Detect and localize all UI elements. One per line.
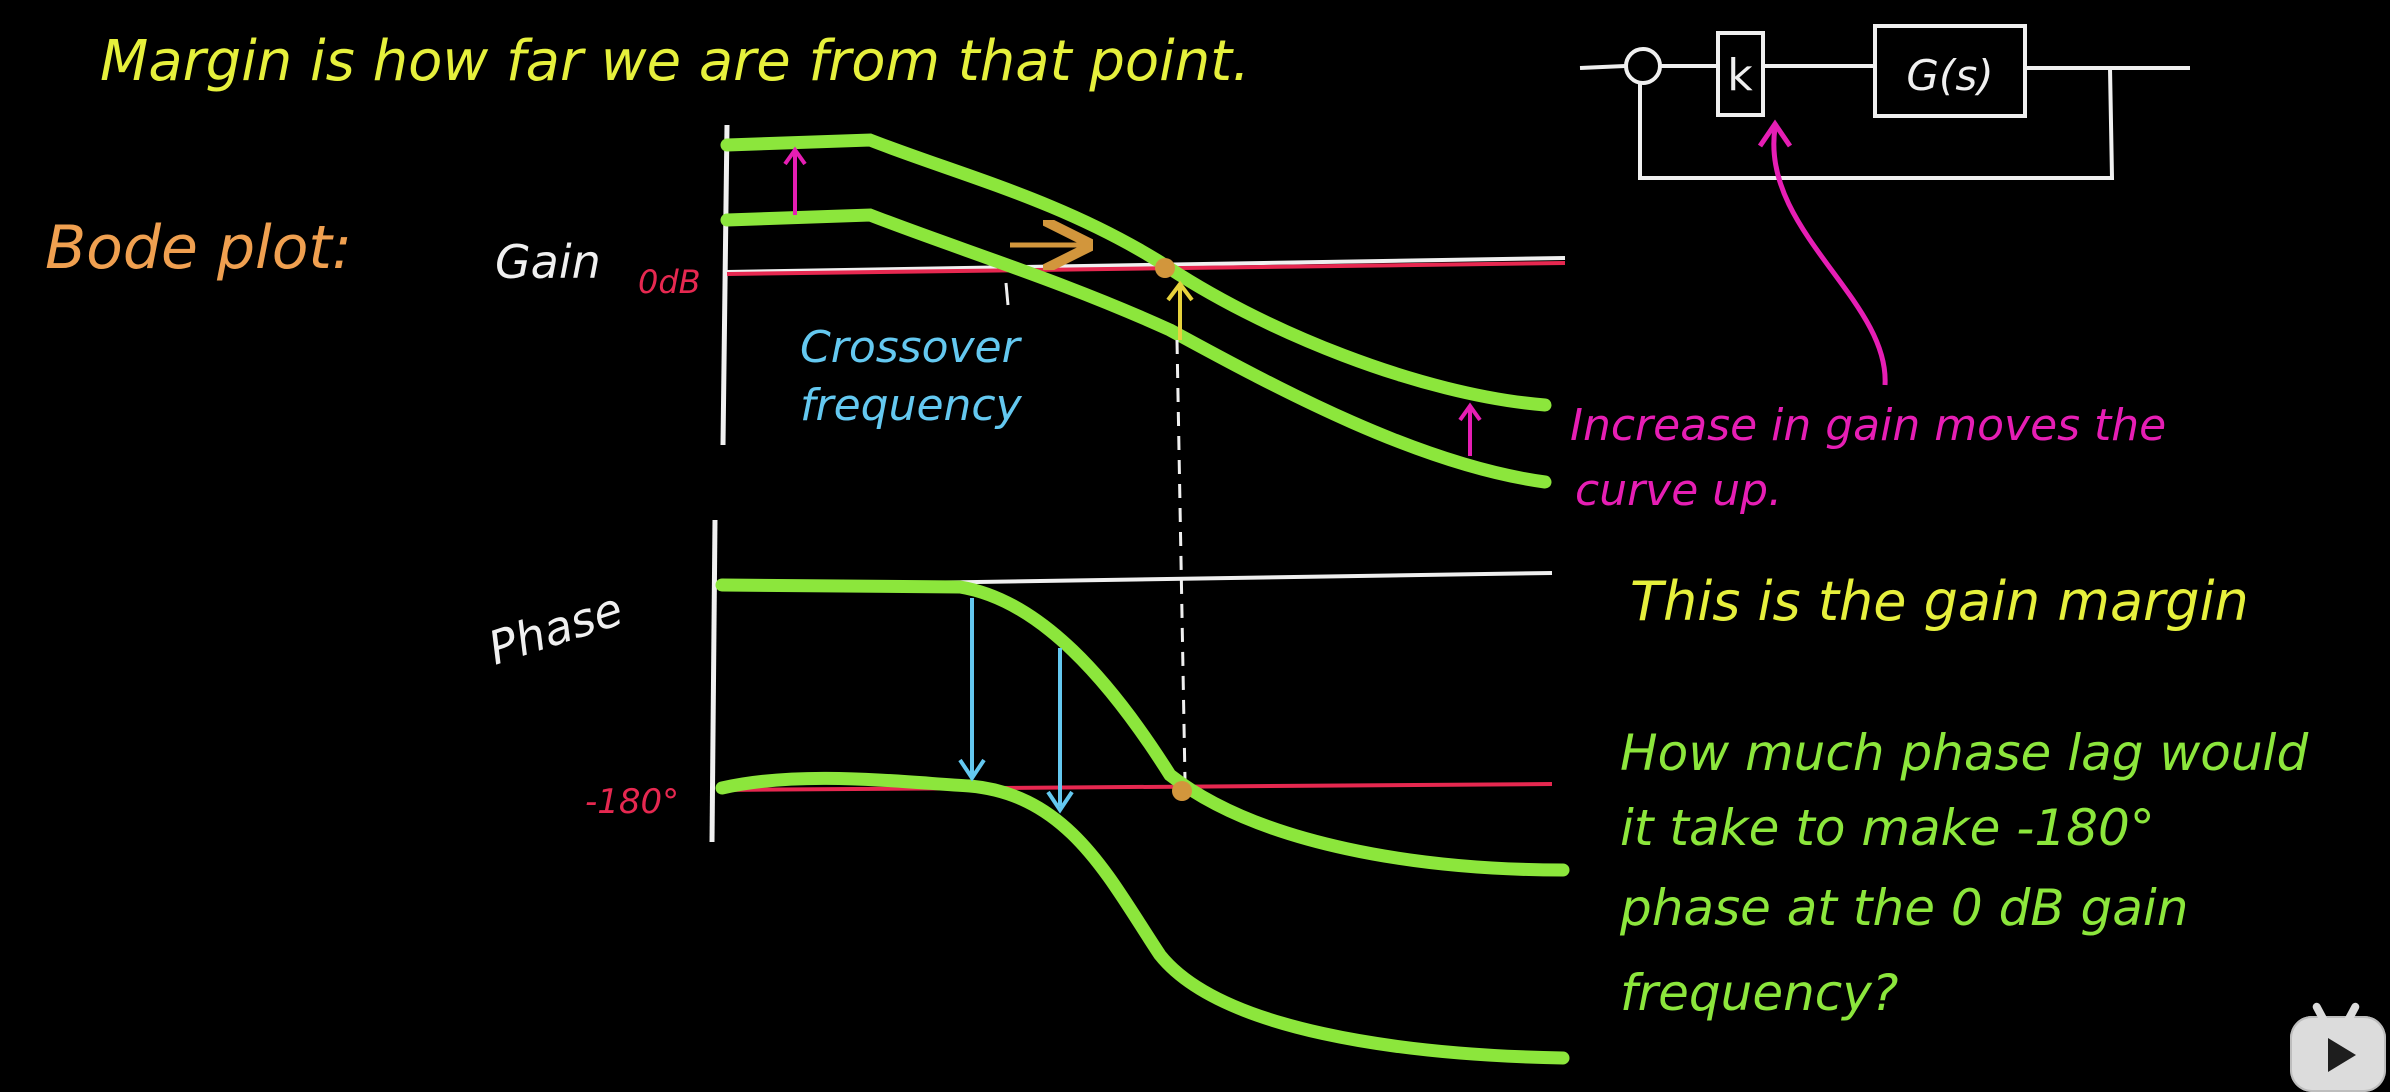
minus180-label: -180° xyxy=(585,782,679,822)
g-block-label: G(s) xyxy=(1906,51,1993,100)
crossover-dashed-link xyxy=(1175,339,1187,781)
phase-crossover-point xyxy=(1172,781,1192,801)
gain-shift-arrowhead-right xyxy=(1458,402,1482,422)
k-block xyxy=(1716,31,1765,117)
phase-question-line-2: it take to make -180° xyxy=(1620,799,2155,857)
phase-plot xyxy=(709,519,1570,1065)
gain-curve-original xyxy=(720,208,1552,489)
feedback-path xyxy=(1638,67,2115,180)
gain-margin-arrowhead xyxy=(1166,280,1194,302)
crossover-frequency-label-2: frequency xyxy=(800,380,1023,431)
gain-plot xyxy=(720,124,1566,489)
crossover-frequency-label-1: Crossover xyxy=(800,322,1023,373)
phase-question-line-3: phase at the 0 dB gain xyxy=(1619,879,2188,937)
zero-db-label: 0dB xyxy=(638,263,701,301)
k-block-label: k xyxy=(1727,50,1753,101)
feedback-block-diagram: k G(s) xyxy=(1579,24,2190,180)
phase-curve-upper xyxy=(715,578,1570,877)
phase-lag-arrowhead-right xyxy=(1046,790,1074,814)
minus180-line xyxy=(717,782,1553,792)
gain-pointer-arrowhead xyxy=(1757,119,1793,148)
gain-white-reference xyxy=(726,256,1566,274)
gain-y-axis xyxy=(720,124,730,446)
title-text: Margin is how far we are from that point… xyxy=(100,29,1250,94)
summing-junction xyxy=(1624,47,1662,85)
zero-db-line xyxy=(726,261,1566,276)
gain-shift-arrowhead-left xyxy=(783,146,807,166)
phase-curve-lower xyxy=(715,771,1570,1065)
gain-axis-label: Gain xyxy=(495,235,601,289)
play-logo-icon[interactable] xyxy=(2290,1001,2386,1092)
g-block xyxy=(1873,24,2027,118)
phase-y-axis xyxy=(709,519,718,843)
bode-plot-label: Bode plot: xyxy=(45,213,352,283)
input-line xyxy=(1579,64,1626,70)
gain-crossover-point xyxy=(1155,258,1175,278)
increase-gain-note-1: Increase in gain moves the xyxy=(1570,400,2166,451)
play-triangle-icon xyxy=(2328,1038,2356,1072)
phase-question-line-4: frequency? xyxy=(1620,964,1898,1022)
phase-question-line-1: How much phase lag would xyxy=(1620,724,2308,782)
gain-margin-note: This is the gain margin xyxy=(1630,570,2249,633)
gain-pointer-arrow xyxy=(1771,127,1888,386)
crossover-tick xyxy=(1004,282,1010,306)
increase-gain-note-2: curve up. xyxy=(1575,465,1782,516)
phase-lag-arrowhead-left xyxy=(958,758,986,782)
phase-axis-label: Phase xyxy=(482,582,629,676)
